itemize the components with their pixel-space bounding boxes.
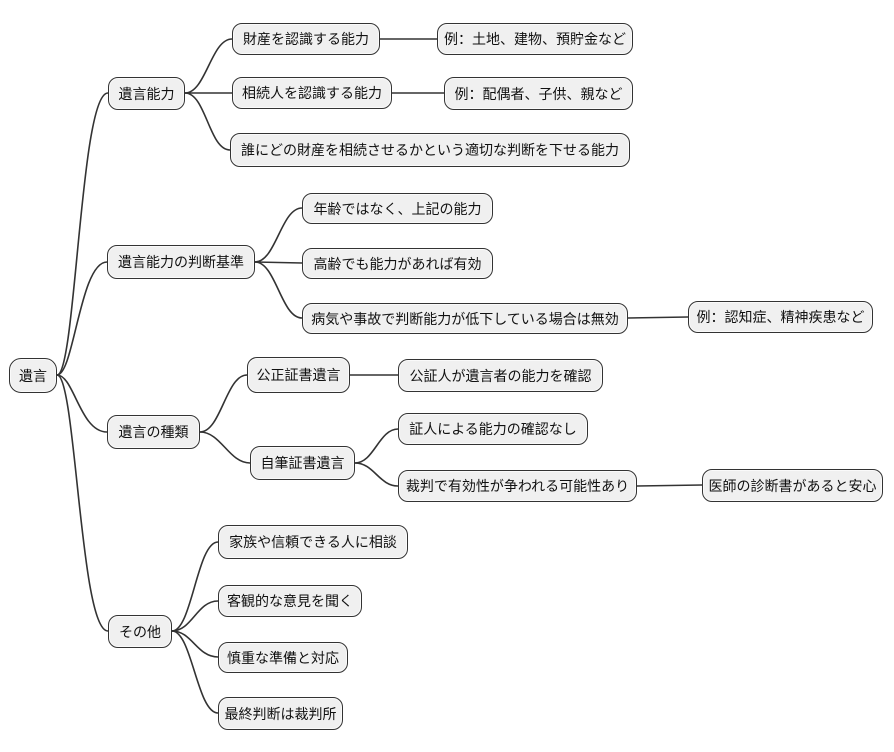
edge-root-capacity (56, 92, 109, 376)
node-elderly-valid-if-capable: 高齢でも能力があれば有効 (302, 248, 493, 279)
node-example-dementia: 例：認知症、精神疾患など (688, 301, 873, 333)
edge-holographic-witness (354, 428, 399, 464)
node-objective-opinions: 客観的な意見を聞く (218, 585, 362, 617)
node-not-age-but-ability: 年齢ではなく、上記の能力 (302, 193, 493, 224)
edge-types-notarized (199, 374, 248, 433)
node-careful-preparation: 慎重な準備と対応 (218, 642, 348, 673)
edge-others-court (171, 630, 219, 714)
node-consult-family: 家族や信頼できる人に相談 (218, 525, 408, 559)
edge-root-others (56, 374, 109, 632)
node-will-types: 遺言の種類 (107, 415, 200, 449)
edge-criteria-not-age (254, 207, 303, 263)
node-recognize-property: 財産を認識する能力 (232, 23, 380, 55)
node-holographic-will: 自筆証書遺言 (250, 446, 355, 480)
node-invalid-if-impaired: 病気や事故で判断能力が低下している場合は無効 (302, 303, 628, 334)
edge-dispute-doctor (636, 484, 703, 487)
node-appropriate-judgment: 誰にどの財産を相続させるかという適切な判断を下せる能力 (230, 133, 630, 167)
edge-holographic-dispute (354, 462, 399, 487)
edge-others-objective (171, 600, 219, 632)
edge-root-will-types (56, 374, 108, 433)
edge-others-careful (171, 630, 219, 658)
node-notarized-will: 公正証書遺言 (247, 357, 350, 393)
edge-others-family (171, 541, 219, 632)
edge-capacity-judgment (184, 92, 231, 151)
node-court-dispute-possible: 裁判で有効性が争われる可能性あり (398, 470, 637, 502)
node-capacity-criteria: 遺言能力の判断基準 (107, 245, 255, 279)
node-example-property: 例：土地、建物、預貯金など (437, 23, 633, 55)
node-others: その他 (108, 615, 172, 648)
node-example-heirs: 例：配偶者、子供、親など (444, 77, 633, 110)
node-testamentary-capacity: 遺言能力 (108, 77, 185, 110)
edge-root-criteria (56, 261, 108, 376)
edge-criteria-impaired (254, 261, 303, 319)
node-recognize-heirs: 相続人を認識する能力 (232, 77, 392, 109)
node-doctor-certificate-reassuring: 医師の診断書があると安心 (702, 469, 883, 502)
edge-types-holographic (199, 431, 251, 464)
edge-impaired-example (627, 316, 689, 319)
node-final-decision-court: 最終判断は裁判所 (218, 697, 343, 730)
edge-capacity-property (184, 38, 233, 94)
node-root: 遺言 (9, 358, 57, 393)
edge-criteria-elderly (254, 261, 303, 264)
node-notary-confirms-capacity: 公証人が遺言者の能力を確認 (398, 359, 603, 392)
node-no-witness-confirmation: 証人による能力の確認なし (398, 413, 588, 445)
